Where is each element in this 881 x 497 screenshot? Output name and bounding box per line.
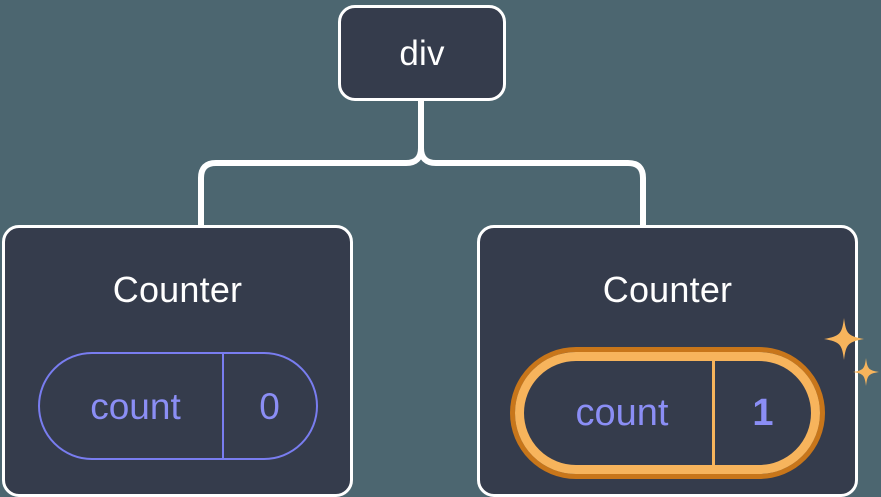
state-pill-left-key: count (90, 385, 181, 427)
state-pill-right-value: 1 (712, 361, 811, 465)
sparkle-icon (824, 318, 864, 360)
state-pill-right[interactable]: count 1 (515, 352, 820, 474)
connector-branch-right (418, 145, 646, 229)
state-pill-left-value: 0 (221, 354, 316, 458)
node-div[interactable]: div (338, 5, 506, 101)
node-counter-left[interactable]: Counter count 0 (2, 225, 353, 497)
state-pill-left-wrap: count 0 (37, 352, 318, 460)
state-pill-left[interactable]: count 0 (37, 352, 318, 460)
sparkle-small-icon (853, 358, 879, 386)
node-div-label: div (399, 33, 445, 73)
node-counter-right-label: Counter (602, 269, 733, 310)
state-pill-right-wrap: count 1 (515, 318, 879, 474)
connector-branch-left (198, 145, 424, 229)
sparkles-group (824, 318, 879, 386)
node-counter-right[interactable]: Counter count 1 (477, 225, 879, 497)
node-counter-left-label: Counter (112, 269, 243, 310)
state-pill-right-key: count (575, 392, 669, 434)
